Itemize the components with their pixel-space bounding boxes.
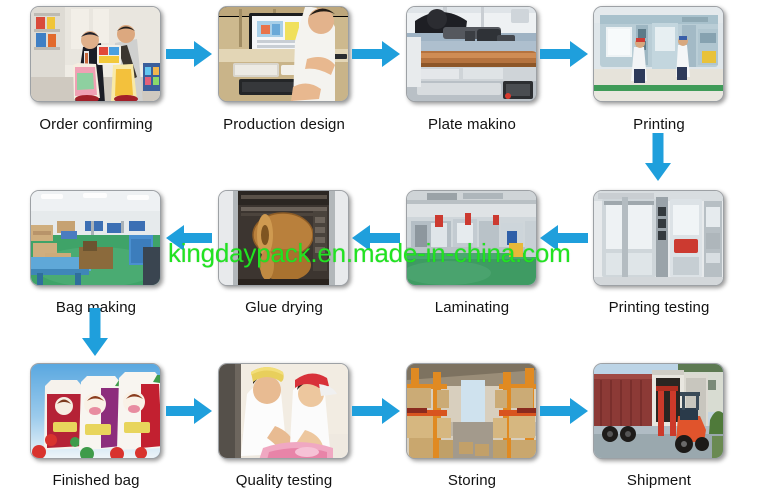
step-label: Production design [223,116,345,133]
step-photo-warehouse-racks [406,363,537,459]
step-label: Plate makino [428,116,516,133]
flow-arrow-right [540,398,588,424]
step-photo-qc-workers [218,363,349,459]
flow-arrow-left [166,225,212,251]
step-photo-designer-at-computer [218,6,349,102]
step-label: Glue drying [245,299,323,316]
step-photo-trade-show-booth [30,6,161,102]
process-step-card: Printing [593,6,724,133]
process-step-card: Plate makino [406,6,537,133]
process-step-card: Laminating [406,190,537,316]
flow-arrow-down [82,308,108,356]
process-step-card: Quality testing [218,363,349,489]
step-photo-inspection-rewinder [593,190,724,286]
process-step-card: Production design [218,6,349,133]
flow-arrow-right [166,41,212,67]
watermark-text: kingdaypack.en.made-in-china.com [168,238,571,268]
flow-arrow-right [352,398,400,424]
process-step-card: Finished bag [30,363,161,489]
process-step-card: Order confirming [30,6,161,133]
step-label: Shipment [626,472,692,489]
flow-arrow-left [352,225,400,251]
step-label: Bag making [55,299,137,316]
process-step-card: Shipment [593,363,724,489]
step-photo-container-loading [593,363,724,459]
flow-arrow-right [352,41,400,67]
step-label: Quality testing [235,472,333,489]
step-label: Finished bag [52,472,140,489]
step-photo-finished-pouches [30,363,161,459]
step-label: Printing [633,116,685,133]
step-label: Printing testing [608,299,710,316]
step-photo-laminating-line [406,190,537,286]
process-step-card: Glue drying [218,190,349,316]
step-photo-bag-making-workshop [30,190,161,286]
step-photo-glue-drying-rolls [218,190,349,286]
process-step-card: Bag making [30,190,161,316]
step-label: Laminating [434,299,510,316]
process-step-card: Storing [406,363,537,489]
step-label: Storing [447,472,497,489]
flow-arrow-left [540,225,588,251]
process-step-card: Printing testing [593,190,724,316]
flow-arrow-right [166,398,212,424]
step-photo-plate-engraving-machine [406,6,537,102]
flow-arrow-right [540,41,588,67]
flow-arrow-down [645,133,671,181]
step-photo-printing-press-hall [593,6,724,102]
step-label: Order confirming [39,116,153,133]
